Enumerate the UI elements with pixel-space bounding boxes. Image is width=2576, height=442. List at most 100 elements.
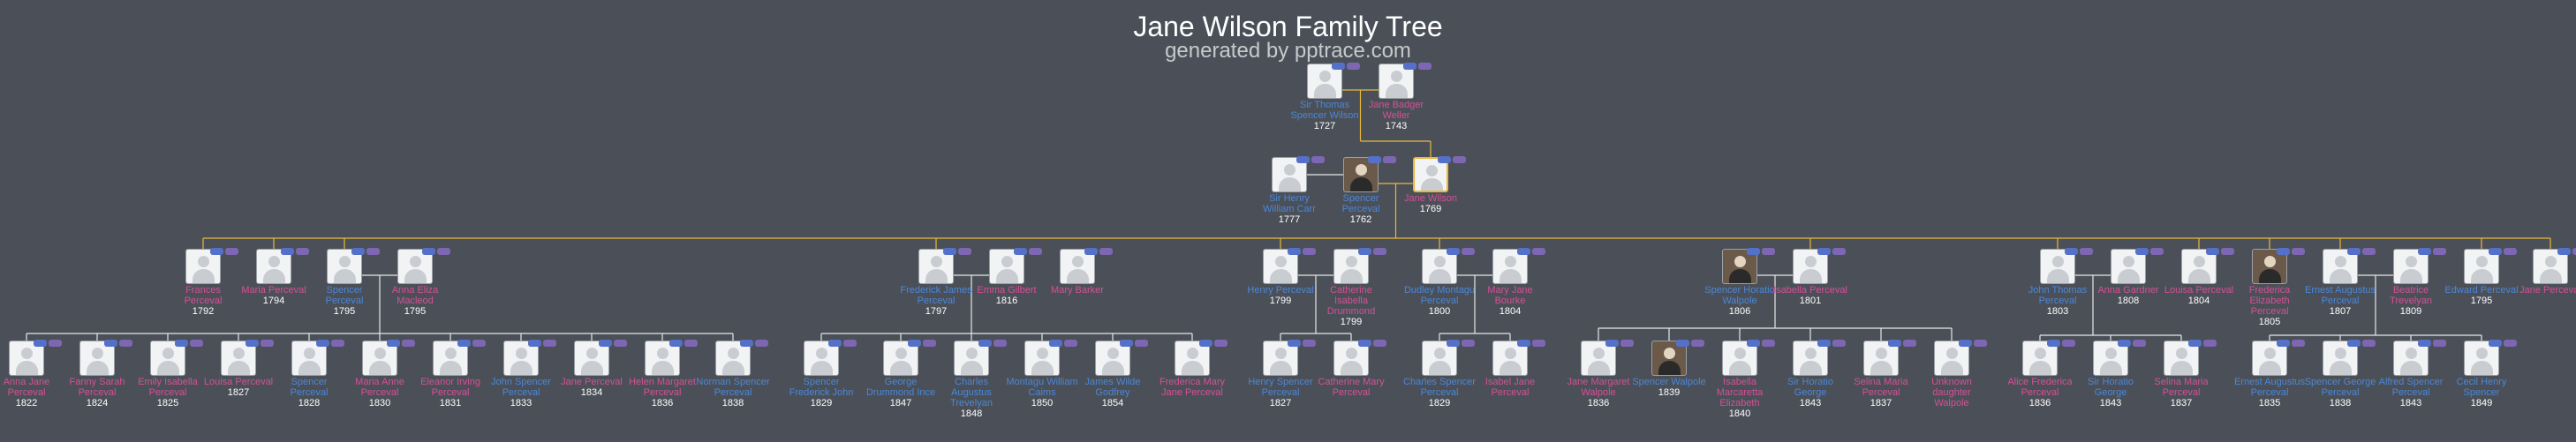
- children-badge-icon[interactable]: [684, 340, 698, 347]
- relation-badges[interactable]: [387, 335, 417, 351]
- spouse-badge-icon[interactable]: [1888, 340, 1901, 347]
- person-silhouette-icon[interactable]: [645, 341, 680, 376]
- relation-badges[interactable]: [978, 335, 1008, 351]
- spouse-badge-icon[interactable]: [2489, 340, 2502, 347]
- person-silhouette-icon[interactable]: [1333, 249, 1369, 284]
- relation-badges[interactable]: [740, 335, 770, 351]
- relation-badges[interactable]: [1817, 335, 1847, 351]
- person-silhouette-icon[interactable]: [2040, 249, 2075, 284]
- person-silhouette-icon[interactable]: [1793, 341, 1828, 376]
- children-badge-icon[interactable]: [1532, 340, 1545, 347]
- relation-badges[interactable]: [1014, 243, 1044, 259]
- children-badge-icon[interactable]: [923, 340, 936, 347]
- spouse-badge-icon[interactable]: [2135, 248, 2149, 255]
- relation-badges[interactable]: [1888, 335, 1918, 351]
- relation-badges[interactable]: [1517, 335, 1547, 351]
- relation-badges[interactable]: [2188, 335, 2218, 351]
- relation-badges[interactable]: [351, 243, 381, 259]
- spouse-badge-icon[interactable]: [828, 340, 842, 347]
- relation-badges[interactable]: [316, 335, 346, 351]
- relation-badges[interactable]: [34, 335, 64, 351]
- relation-badges[interactable]: [1517, 243, 1547, 259]
- person-silhouette-icon[interactable]: [1422, 341, 1457, 376]
- person-silhouette-icon[interactable]: [433, 341, 468, 376]
- spouse-badge-icon[interactable]: [175, 340, 188, 347]
- spouse-badge-icon[interactable]: [1288, 248, 1301, 255]
- relation-badges[interactable]: [943, 243, 973, 259]
- relation-badges[interactable]: [281, 243, 311, 259]
- children-badge-icon[interactable]: [119, 340, 132, 347]
- children-badge-icon[interactable]: [1214, 340, 1228, 347]
- spouse-badge-icon[interactable]: [1368, 156, 1381, 163]
- children-badge-icon[interactable]: [1029, 248, 1042, 255]
- relation-badges[interactable]: [2347, 335, 2377, 351]
- children-badge-icon[interactable]: [402, 340, 415, 347]
- children-badge-icon[interactable]: [1832, 340, 1846, 347]
- children-badge-icon[interactable]: [225, 248, 238, 255]
- children-badge-icon[interactable]: [1620, 340, 1634, 347]
- person-silhouette-icon[interactable]: [574, 341, 609, 376]
- relation-badges[interactable]: [528, 335, 558, 351]
- relation-badges[interactable]: [1288, 335, 1318, 351]
- children-badge-icon[interactable]: [1462, 340, 1475, 347]
- relation-badges[interactable]: [1358, 335, 1388, 351]
- spouse-badge-icon[interactable]: [1817, 340, 1831, 347]
- relation-badges[interactable]: [175, 335, 205, 351]
- spouse-badge-icon[interactable]: [1447, 248, 1460, 255]
- relation-badges[interactable]: [669, 335, 699, 351]
- portrait-photo[interactable]: [2252, 249, 2287, 284]
- relation-badges[interactable]: [2489, 243, 2519, 259]
- children-badge-icon[interactable]: [958, 248, 971, 255]
- spouse-badge-icon[interactable]: [1358, 340, 1371, 347]
- spouse-badge-icon[interactable]: [669, 340, 683, 347]
- person-silhouette-icon[interactable]: [1934, 341, 1969, 376]
- relation-badges[interactable]: [2047, 335, 2077, 351]
- spouse-badge-icon[interactable]: [387, 340, 400, 347]
- spouse-badge-icon[interactable]: [978, 340, 992, 347]
- children-badge-icon[interactable]: [1453, 156, 1466, 163]
- spouse-badge-icon[interactable]: [2347, 248, 2361, 255]
- person-silhouette-icon[interactable]: [503, 341, 539, 376]
- relation-badges[interactable]: [1676, 335, 1706, 351]
- spouse-badge-icon[interactable]: [1517, 340, 1530, 347]
- spouse-badge-icon[interactable]: [2118, 340, 2131, 347]
- spouse-badge-icon[interactable]: [2277, 248, 2290, 255]
- relation-badges[interactable]: [246, 335, 276, 351]
- children-badge-icon[interactable]: [2362, 340, 2376, 347]
- person-card-g21[interactable]: Isabel Jane Perceval: [1473, 340, 1547, 398]
- person-card-g19[interactable]: Catherine Mary Perceval: [1314, 340, 1388, 398]
- children-badge-icon[interactable]: [1691, 340, 1704, 347]
- relation-badges[interactable]: [1296, 152, 1326, 168]
- relation-badges[interactable]: [2418, 243, 2448, 259]
- children-badge-icon[interactable]: [1532, 248, 1545, 255]
- spouse-badge-icon[interactable]: [1403, 63, 1416, 70]
- person-silhouette-icon[interactable]: [2164, 341, 2199, 376]
- children-badge-icon[interactable]: [2080, 248, 2093, 255]
- children-badge-icon[interactable]: [2203, 340, 2217, 347]
- children-badge-icon[interactable]: [296, 248, 309, 255]
- children-badge-icon[interactable]: [1373, 248, 1386, 255]
- children-badge-icon[interactable]: [1903, 340, 1916, 347]
- person-silhouette-icon[interactable]: [1024, 341, 1060, 376]
- relation-badges[interactable]: [2347, 243, 2377, 259]
- relation-badges[interactable]: [1447, 243, 1477, 259]
- children-badge-icon[interactable]: [2433, 248, 2446, 255]
